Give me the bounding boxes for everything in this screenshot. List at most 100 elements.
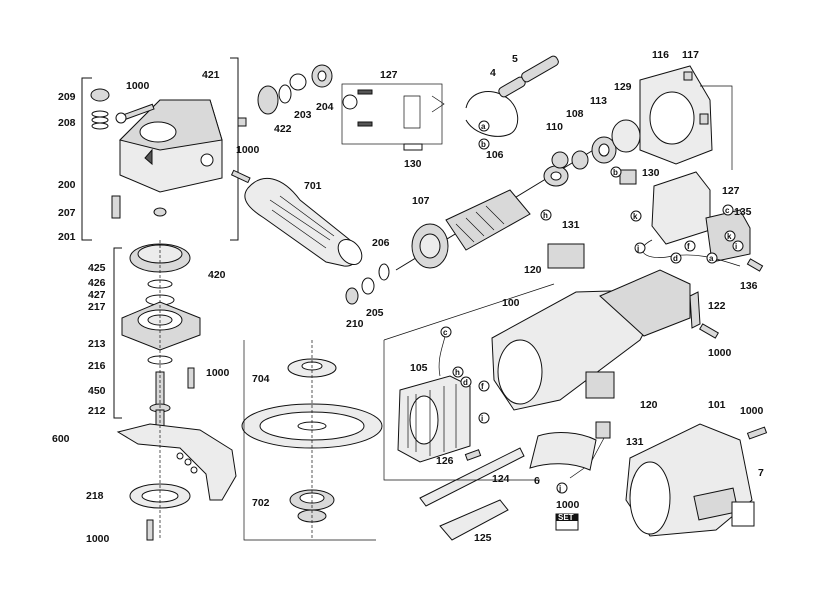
label-600: 600 [52,433,70,445]
label-205: 205 [366,307,384,319]
marker-d2: d [463,378,468,387]
screw-bottom [146,519,154,541]
label-106: 106 [486,149,504,161]
label-100: 100 [502,297,520,309]
cap-and-rings [90,88,110,130]
label-6: 6 [534,475,540,487]
switch-rod [419,447,525,541]
marker-h1: h [543,211,548,220]
label-702: 702 [252,497,270,509]
label-421: 421 [202,69,220,81]
screw-flange [187,367,195,389]
label-120-a: 120 [524,264,542,276]
label-218: 218 [86,490,104,502]
wheel-guard-600 [116,423,237,501]
label-217: 217 [88,301,106,313]
label-113: 113 [590,95,607,107]
left-bracket-group [81,57,239,419]
connector-markers: a b b k c k i f j d a h c h d f i j [440,120,744,494]
brush-holder-122 [689,291,719,339]
label-127-a: 127 [380,69,398,81]
rear-housing-101 [625,423,768,537]
label-201: 201 [58,231,76,243]
label-1000-g: 1000 [556,499,580,511]
marker-d1: d [673,254,678,263]
label-set: SET [558,513,574,522]
label-5: 5 [512,53,518,65]
label-116: 116 [652,49,669,61]
label-426: 426 [88,277,106,289]
label-101: 101 [708,399,726,411]
cable-and-sleeve [465,55,559,137]
marker-i2: i [481,414,483,423]
label-216: 216 [88,360,106,372]
label-130-b: 130 [642,167,660,179]
marker-f2: f [481,382,484,391]
endcap-116 [639,65,713,165]
label-704: 704 [252,373,270,385]
label-4: 4 [490,67,496,79]
marker-b2: b [613,168,618,177]
bearing-flange [121,301,201,351]
label-136: 136 [740,280,758,292]
circuit-schematic [341,83,445,151]
marker-c2: c [443,328,448,337]
marker-b1: b [481,140,486,149]
marker-c1: c [725,206,730,215]
label-108: 108 [566,108,584,120]
marker-a2: a [709,254,714,263]
label-210: 210 [346,318,364,330]
label-206: 206 [372,237,390,249]
label-1000-c: 1000 [86,533,110,545]
label-200: 200 [58,179,76,191]
label-450: 450 [88,385,106,397]
spring-set-422-203-204 [237,64,333,127]
label-427: 427 [88,289,106,301]
label-126: 126 [436,455,454,467]
label-124: 124 [492,473,510,485]
label-110: 110 [546,121,563,133]
label-105: 105 [410,362,428,374]
marker-j2: j [558,484,561,493]
pin-and-plug [111,195,167,219]
label-203: 203 [294,109,312,121]
label-420: 420 [208,269,226,281]
marker-a1: a [481,122,486,131]
motor-housing-100 [491,243,691,479]
label-131-a: 131 [562,219,580,231]
label-207: 207 [58,207,76,219]
label-204: 204 [316,101,334,113]
label-425: 425 [88,262,106,274]
label-130-a: 130 [404,158,422,170]
label-213: 213 [88,338,106,350]
label-107: 107 [412,195,430,207]
armature-107 [395,145,601,271]
label-208: 208 [58,117,76,129]
label-422: 422 [274,123,292,135]
label-129: 129 [614,81,632,93]
label-7: 7 [758,467,764,479]
label-135: 135 [734,206,752,218]
gear-housing-part [119,99,223,193]
label-125: 125 [474,532,492,544]
set-icon [555,513,579,531]
label-120-b: 120 [640,399,658,411]
washers-206-205-210 [345,263,390,305]
marker-i1: i [735,242,737,251]
marker-k2: k [727,232,732,241]
label-131-b: 131 [626,436,644,448]
marker-f1: f [687,242,690,251]
marker-h2: h [455,368,460,377]
side-handle-701 [230,169,363,267]
screw-top [115,103,155,124]
label-122: 122 [708,300,726,312]
bearings-108-113-129 [571,119,641,170]
stator-105 [397,329,471,463]
cover-6 [529,432,597,471]
marker-k1: k [633,212,638,221]
label-1000-e: 1000 [708,347,732,359]
label-127-b: 127 [722,185,740,197]
